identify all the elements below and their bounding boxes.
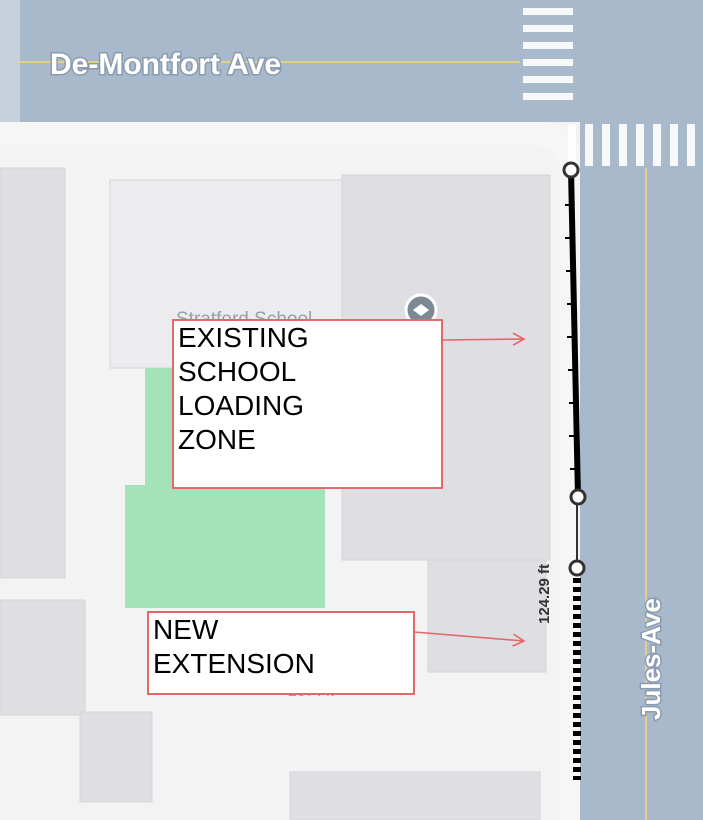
callout-existing-line-3: LOADING xyxy=(178,390,305,421)
building xyxy=(0,167,66,579)
callout-existing-line-4: ZONE xyxy=(178,424,256,455)
loading-zone-line xyxy=(568,169,581,498)
measurement-segment: 124.29 ft xyxy=(536,503,586,624)
zone-start-handle[interactable] xyxy=(562,161,580,179)
street-label-de-montfort: De-Montfort Ave xyxy=(50,48,281,81)
callout-existing-zone: EXISTING SCHOOL LOADING ZONE xyxy=(172,319,443,489)
callout-new-line-1: NEW xyxy=(153,614,219,645)
road-edge xyxy=(0,0,20,122)
zone-end-handle[interactable] xyxy=(569,488,587,506)
crosswalk-north xyxy=(523,8,573,100)
building xyxy=(79,711,153,803)
arrow-existing xyxy=(442,332,526,346)
building xyxy=(0,599,86,716)
callout-new-line-2: EXTENSION xyxy=(153,648,315,679)
callout-new-extension: NEW EXTENSION xyxy=(147,611,415,695)
callout-existing-line-2: SCHOOL xyxy=(178,356,297,387)
measurement-label: 124.29 ft xyxy=(536,564,553,624)
arrow-new-extension xyxy=(413,631,526,647)
street-label-jules: Jules-Ave xyxy=(636,598,666,720)
crosswalk-east xyxy=(568,124,695,166)
extension-start-handle[interactable] xyxy=(568,559,586,577)
callout-existing-line-1: EXISTING xyxy=(178,322,309,353)
building xyxy=(289,771,541,820)
building xyxy=(427,559,547,673)
